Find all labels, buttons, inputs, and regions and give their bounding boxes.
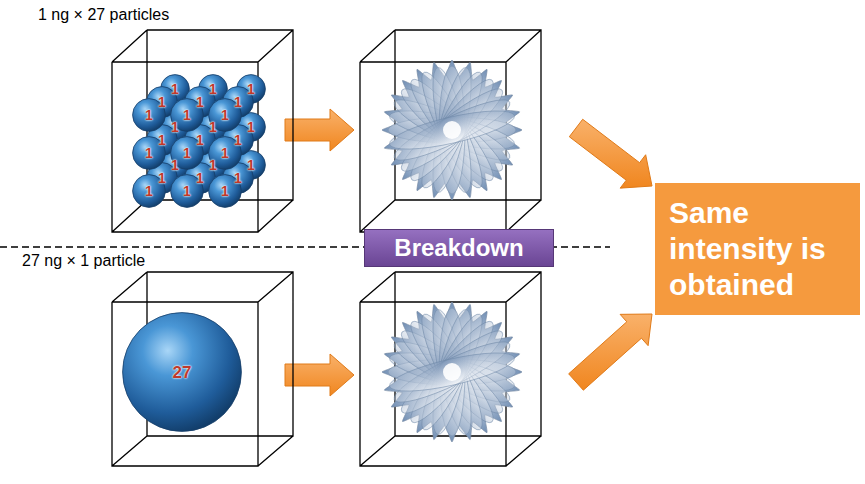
sphere-body [171, 99, 204, 132]
step-label: Breakdown [394, 234, 523, 263]
cube-edges [360, 272, 541, 466]
mass-number: 1 [145, 108, 153, 122]
sphere-body [133, 175, 166, 208]
mass-number: 1 [145, 184, 153, 198]
mass-number: 1 [158, 171, 166, 185]
sphere-body [209, 99, 242, 132]
mass-number: 1 [196, 171, 204, 185]
mass-number: 1 [183, 108, 191, 122]
plasma-ball [382, 60, 522, 200]
sphere-body [209, 175, 242, 208]
cube-edges [360, 30, 541, 232]
mass-number: 1 [209, 82, 217, 96]
sphere-body [171, 175, 204, 208]
sphere-body [133, 99, 166, 132]
cube-edges [112, 272, 293, 466]
mass-number: 27 [173, 364, 192, 381]
mass-number: 1 [183, 146, 191, 160]
flow-arrows [285, 109, 652, 396]
ball-petal [389, 333, 516, 412]
block-arrow [569, 314, 652, 390]
mass-number: 1 [221, 108, 229, 122]
sample-heading: 1 ng × 27 particles [38, 6, 169, 24]
mass-number: 1 [171, 120, 179, 134]
mass-number: 1 [158, 95, 166, 109]
cube-edges [112, 30, 293, 232]
mass-number: 1 [247, 82, 255, 96]
block-arrow [285, 354, 354, 396]
ball-petal [389, 91, 516, 170]
sphere-body [133, 137, 166, 170]
plasma-ball [382, 302, 522, 442]
result-box: Same intensity is obtained [655, 183, 860, 315]
breakdown-label: Breakdown [364, 229, 554, 267]
ball-core [443, 121, 461, 139]
block-arrow [569, 119, 652, 188]
sample-cube: 1 ng × 27 particles111111111111111111111… [20, 4, 305, 240]
ball-petal [387, 345, 518, 399]
mass-number: 1 [158, 133, 166, 147]
mass-number: 1 [221, 146, 229, 160]
ball-core [443, 363, 461, 381]
mass-number: 1 [183, 184, 191, 198]
mass-number: 1 [234, 133, 242, 147]
sample-heading: 27 ng × 1 particle [22, 252, 145, 270]
mass-number: 1 [196, 133, 204, 147]
mass-number: 1 [171, 158, 179, 172]
mass-number: 1 [234, 95, 242, 109]
mass-number: 1 [209, 120, 217, 134]
ball-outline [382, 60, 522, 200]
sample-cube: 27 ng × 1 particle 27 [10, 250, 305, 475]
particle-sphere: 27 [122, 312, 242, 432]
sphere-body [209, 137, 242, 170]
sphere-body [171, 137, 204, 170]
result-text: Same intensity is obtained [669, 195, 846, 303]
mass-number: 1 [171, 82, 179, 96]
mass-number: 1 [145, 146, 153, 160]
sphere-body [123, 313, 242, 432]
block-arrow [285, 109, 354, 151]
mass-number: 1 [196, 95, 204, 109]
mass-number: 1 [247, 158, 255, 172]
mass-number: 1 [234, 171, 242, 185]
mass-number: 1 [247, 120, 255, 134]
ball-petal [387, 103, 518, 157]
ball-outline [382, 302, 522, 442]
mass-number: 1 [221, 184, 229, 198]
mass-number: 1 [209, 158, 217, 172]
